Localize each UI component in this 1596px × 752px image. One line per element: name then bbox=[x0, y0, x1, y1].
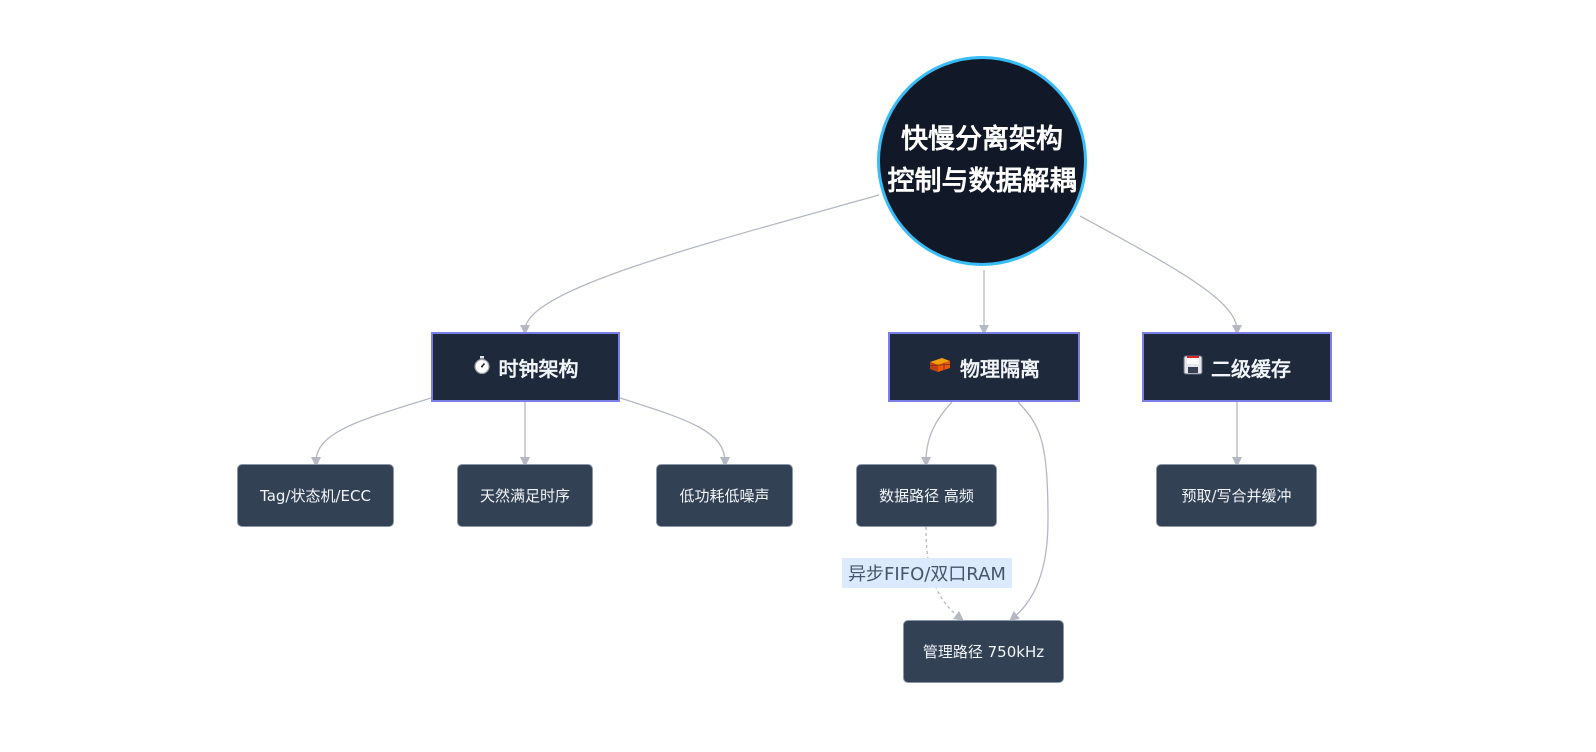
edge-clock-to-tag bbox=[311, 397, 432, 467]
floppy-disk-icon bbox=[1183, 355, 1203, 380]
leaf-natural-timing[interactable]: 天然满足时序 bbox=[457, 464, 593, 527]
edge-label-async-fifo: 异步FIFO/双口RAM bbox=[842, 558, 1012, 588]
edge-root-to-cache bbox=[1079, 215, 1242, 335]
leaf-label: 低功耗低噪声 bbox=[679, 487, 770, 505]
leaf-low-power-noise[interactable]: 低功耗低噪声 bbox=[656, 464, 793, 527]
root-node[interactable]: 快慢分离架构 控制与数据解耦 bbox=[877, 56, 1087, 266]
category-label: 时钟架构 bbox=[498, 356, 579, 381]
root-title-line2: 控制与数据解耦 bbox=[887, 166, 1077, 197]
category-label: 物理隔离 bbox=[960, 356, 1040, 381]
edge-clock-to-lowpower bbox=[619, 397, 730, 467]
leaf-data-path[interactable]: 数据路径 高频 bbox=[856, 464, 997, 527]
leaf-label: 数据路径 高频 bbox=[879, 487, 974, 505]
leaf-prefetch-buffer[interactable]: 预取/写合并缓冲 bbox=[1156, 464, 1317, 527]
bricks-icon bbox=[928, 355, 952, 379]
category-clock-architecture[interactable]: 时钟架构 bbox=[431, 332, 620, 402]
leaf-tag-fsm-ecc[interactable]: Tag/状态机/ECC bbox=[237, 464, 394, 527]
leaf-mgmt-path[interactable]: 管理路径 750kHz bbox=[903, 620, 1064, 683]
stopwatch-icon bbox=[473, 355, 491, 379]
leaf-label: 管理路径 750kHz bbox=[922, 643, 1045, 661]
edge-physical-to-mgmt bbox=[1009, 401, 1049, 622]
category-label: 二级缓存 bbox=[1211, 356, 1291, 381]
edge-root-to-clock bbox=[520, 194, 880, 335]
root-title-line1: 快慢分离架构 bbox=[901, 124, 1063, 155]
edge-physical-to-data bbox=[921, 401, 953, 467]
leaf-label: Tag/状态机/ECC bbox=[260, 487, 371, 505]
leaf-label: 预取/写合并缓冲 bbox=[1181, 487, 1292, 505]
leaf-label: 天然满足时序 bbox=[479, 487, 570, 505]
category-physical-isolation[interactable]: 物理隔离 bbox=[888, 332, 1080, 402]
category-l2-cache[interactable]: 二级缓存 bbox=[1142, 332, 1332, 402]
